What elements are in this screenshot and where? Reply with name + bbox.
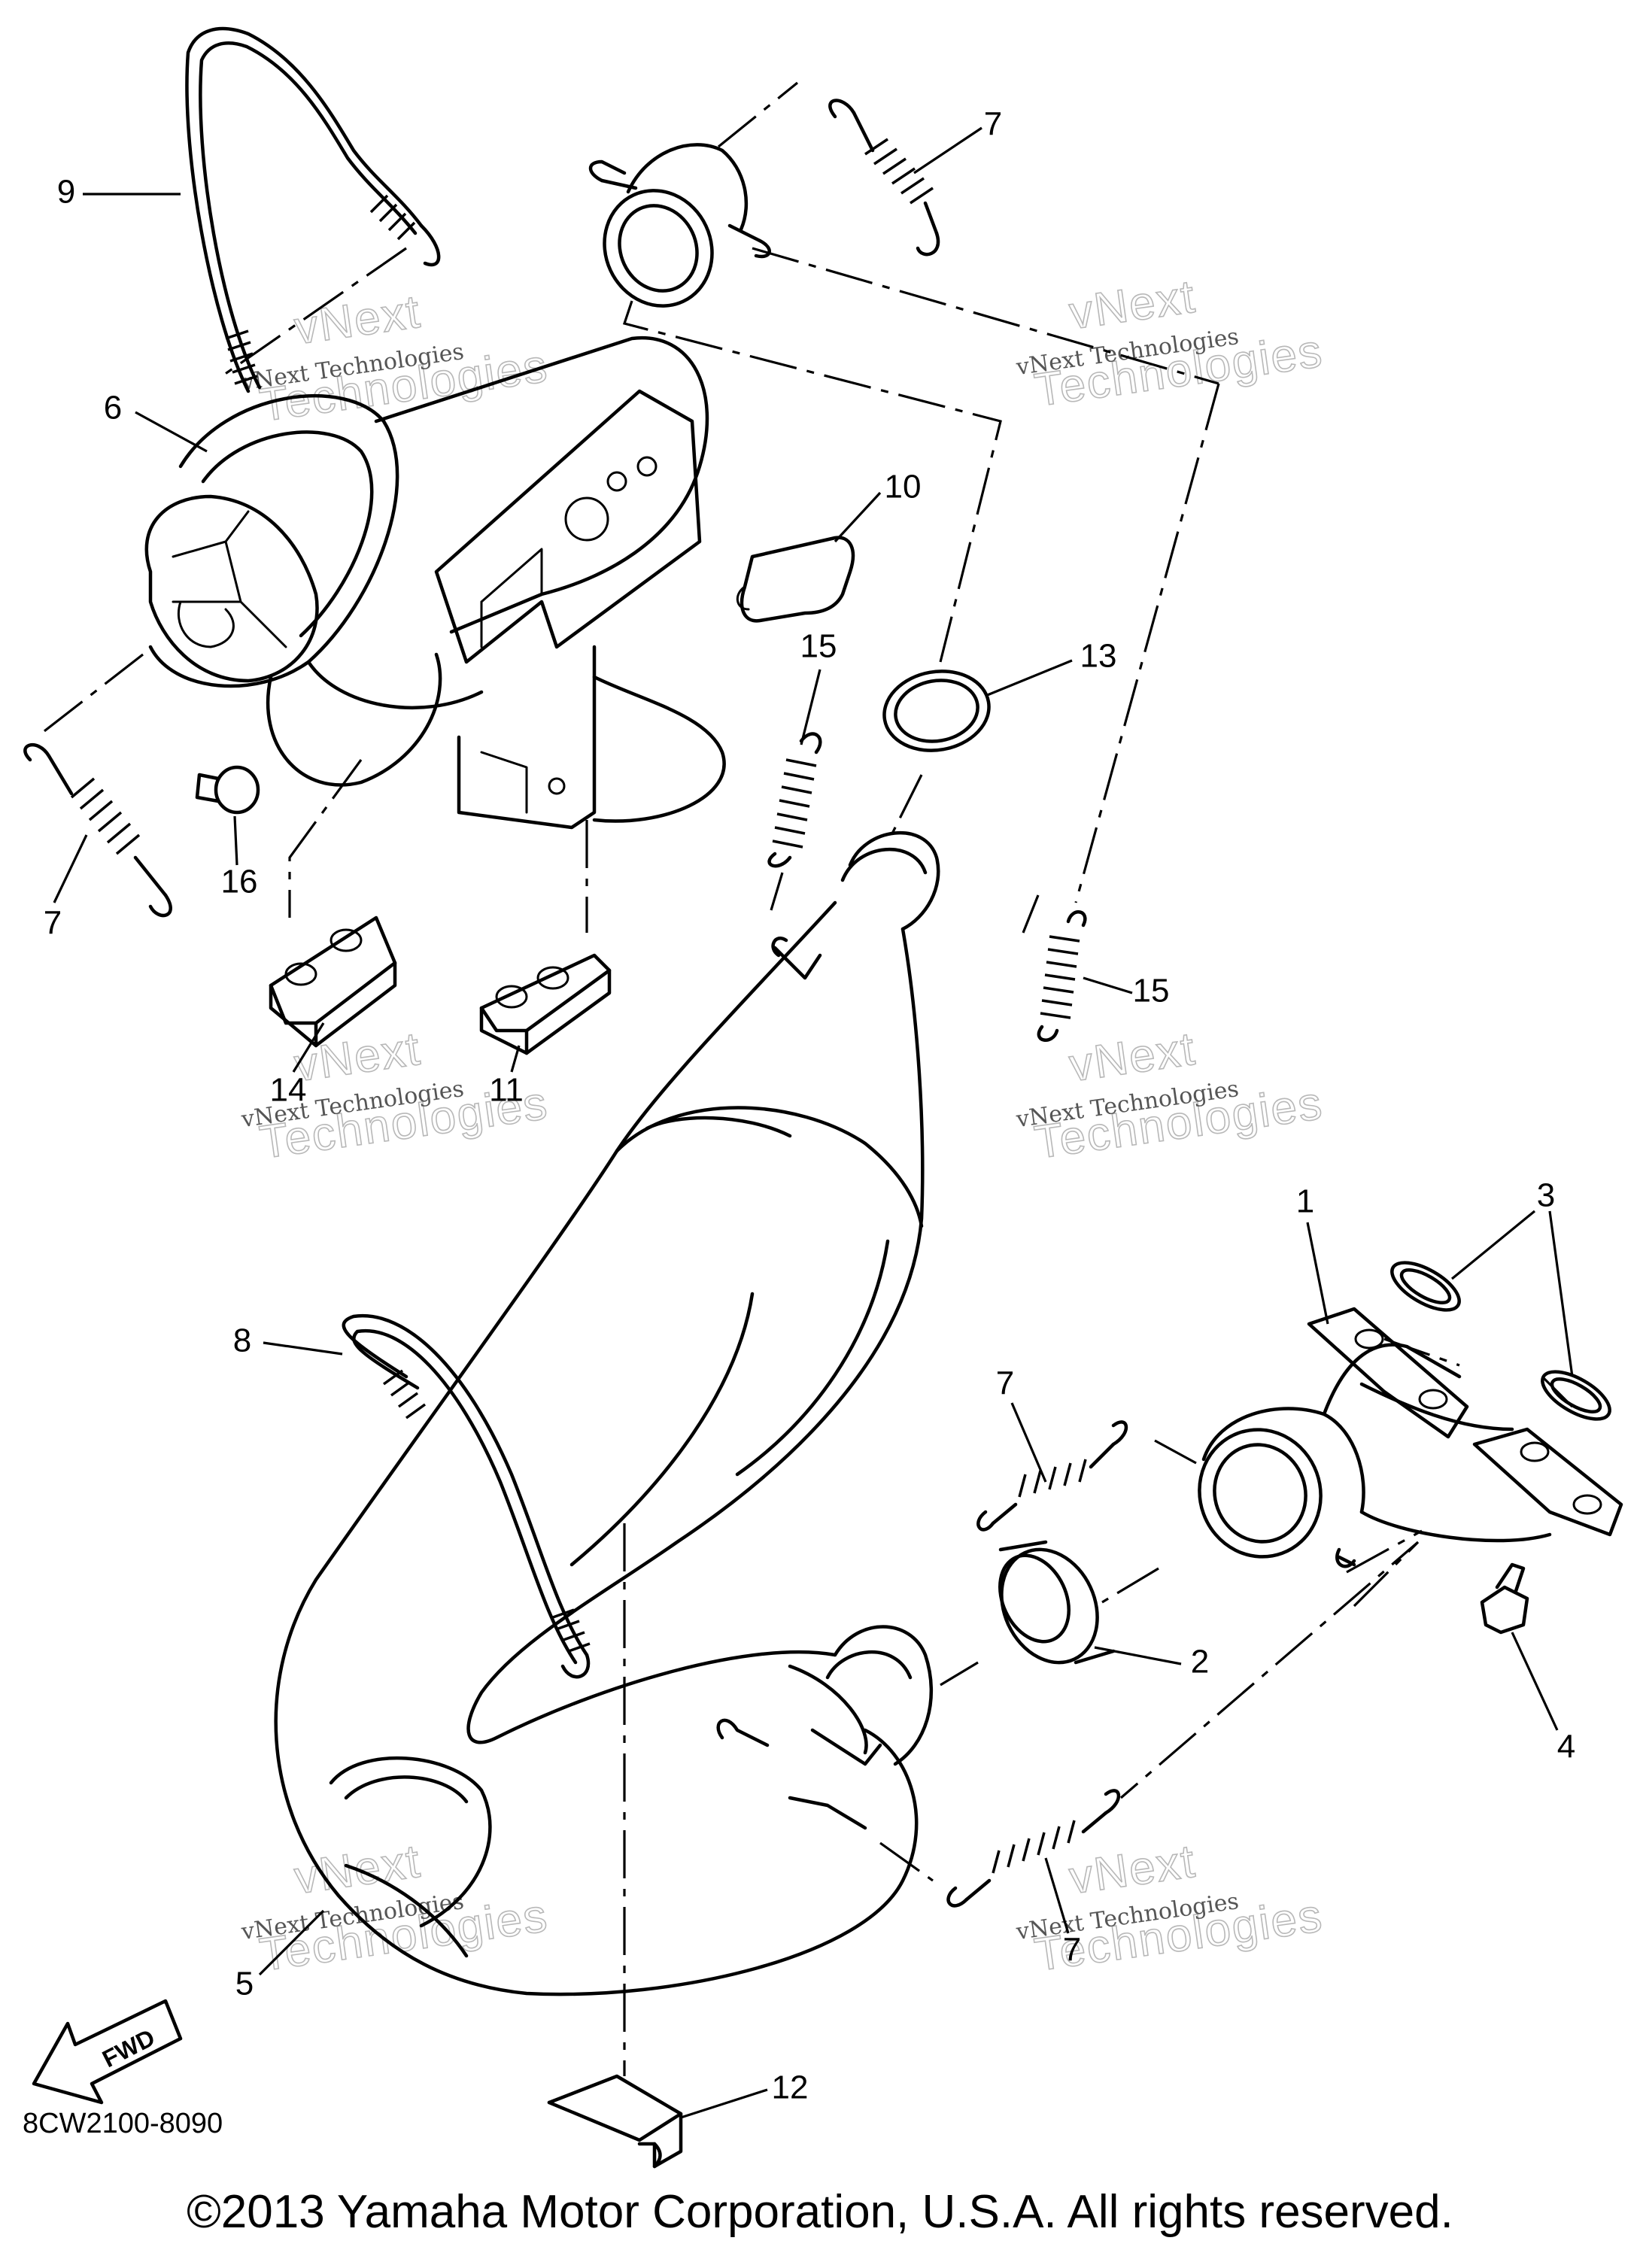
part-7-spring-mid [976,1420,1128,1532]
forward-arrow: FWD [32,1999,183,2105]
callout-4-c4: 4 [1557,1729,1575,1766]
callout-1-c1: 1 [1296,1183,1314,1220]
watermark-brand: vNext [291,1023,424,1092]
part-11-mount [479,953,612,1055]
callout-7-c7a: 7 [984,106,1002,143]
part-10-damper [736,536,855,623]
assembly-centerlines [41,81,1574,2076]
callout-15-c15a: 15 [800,628,837,665]
callout-13-c13: 13 [1080,638,1117,675]
watermark-brand: vNext [1066,1023,1198,1092]
callout-8-c8: 8 [233,1322,251,1359]
silencer-outlet-pipe [588,143,771,308]
watermark-brand: vNext [291,286,424,355]
part-15-spring-upper [767,732,822,868]
part-6-silencer [144,335,726,830]
callout-5-c5: 5 [235,1966,254,2002]
callout-12-c12: 12 [772,2069,809,2106]
part-7-spring-bottom [946,1789,1121,1908]
part-16-bolt [195,765,260,815]
callout-7-c7b: 7 [44,905,62,942]
leader-lines [53,126,1574,2119]
part-14-mount [269,915,397,1048]
callout-14-c14: 14 [270,1072,307,1109]
callout-6-c6: 6 [104,390,122,427]
callout-7-c7c: 7 [996,1365,1014,1402]
part-5-exhaust-chamber [274,830,940,1996]
callout-16-c16: 16 [221,864,258,900]
callout-3-c3: 3 [1537,1177,1555,1214]
part-4-bolt [1480,1562,1529,1635]
part-12-protector [547,2074,683,2169]
part-7-spring-top [828,99,940,257]
part-9-stay-wire [185,26,441,393]
callout-10-c10: 10 [885,469,922,506]
callout-2-c2: 2 [1191,1644,1209,1681]
part-13-gasket [882,669,991,752]
watermark-brand: vNext [1066,271,1198,340]
part-1-manifold [1198,1307,1623,1568]
part-8-stay-wire [342,1313,591,1679]
copyright-notice: ©2013 Yamaha Motor Corporation, U.S.A. A… [187,2186,1453,2238]
callout-9-c9: 9 [57,174,75,211]
watermark-brand: vNext [1066,1835,1198,1905]
part-7-spring-left [23,742,172,918]
part-15-spring-right [1037,910,1087,1042]
callout-7-c7d: 7 [1063,1932,1081,1969]
callout-15-c15b: 15 [1133,973,1170,1010]
part-2-joint [998,1540,1116,1665]
diagram-code: 8CW2100-8090 [23,2108,223,2139]
callout-11-c11: 11 [489,1072,524,1109]
